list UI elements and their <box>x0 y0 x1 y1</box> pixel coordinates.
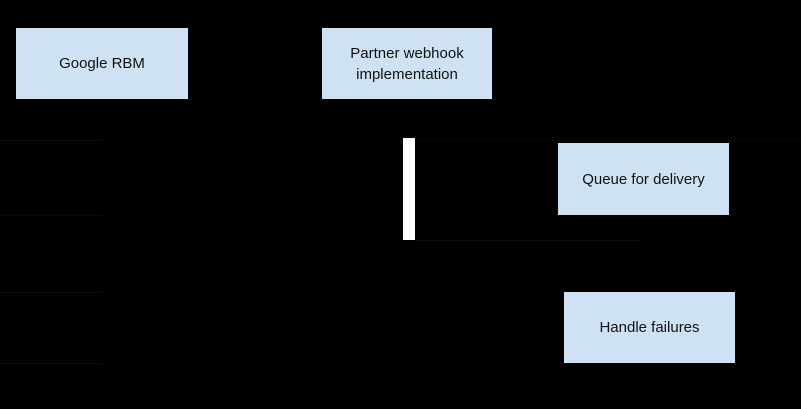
ghost-line-left-4 <box>0 363 103 364</box>
lifeline-box-partner-webhook: Partner webhook implementation <box>322 28 492 99</box>
ghost-line-mid-2 <box>415 240 640 241</box>
ghost-line-mid-1 <box>415 140 801 141</box>
ghost-line-left-1 <box>0 140 103 141</box>
lifeline-label-partner-webhook: Partner webhook implementation <box>350 44 464 83</box>
action-label-queue-for-delivery: Queue for delivery <box>582 170 705 188</box>
activation-bar <box>403 138 415 240</box>
action-box-queue-for-delivery: Queue for delivery <box>558 143 729 215</box>
action-box-handle-failures: Handle failures <box>564 292 735 363</box>
lifeline-label-google-rbm: Google RBM <box>59 55 145 72</box>
ghost-line-left-3 <box>0 292 103 293</box>
action-label-handle-failures: Handle failures <box>599 319 700 336</box>
lifeline-box-google-rbm: Google RBM <box>16 28 188 99</box>
ghost-line-left-2 <box>0 215 103 216</box>
